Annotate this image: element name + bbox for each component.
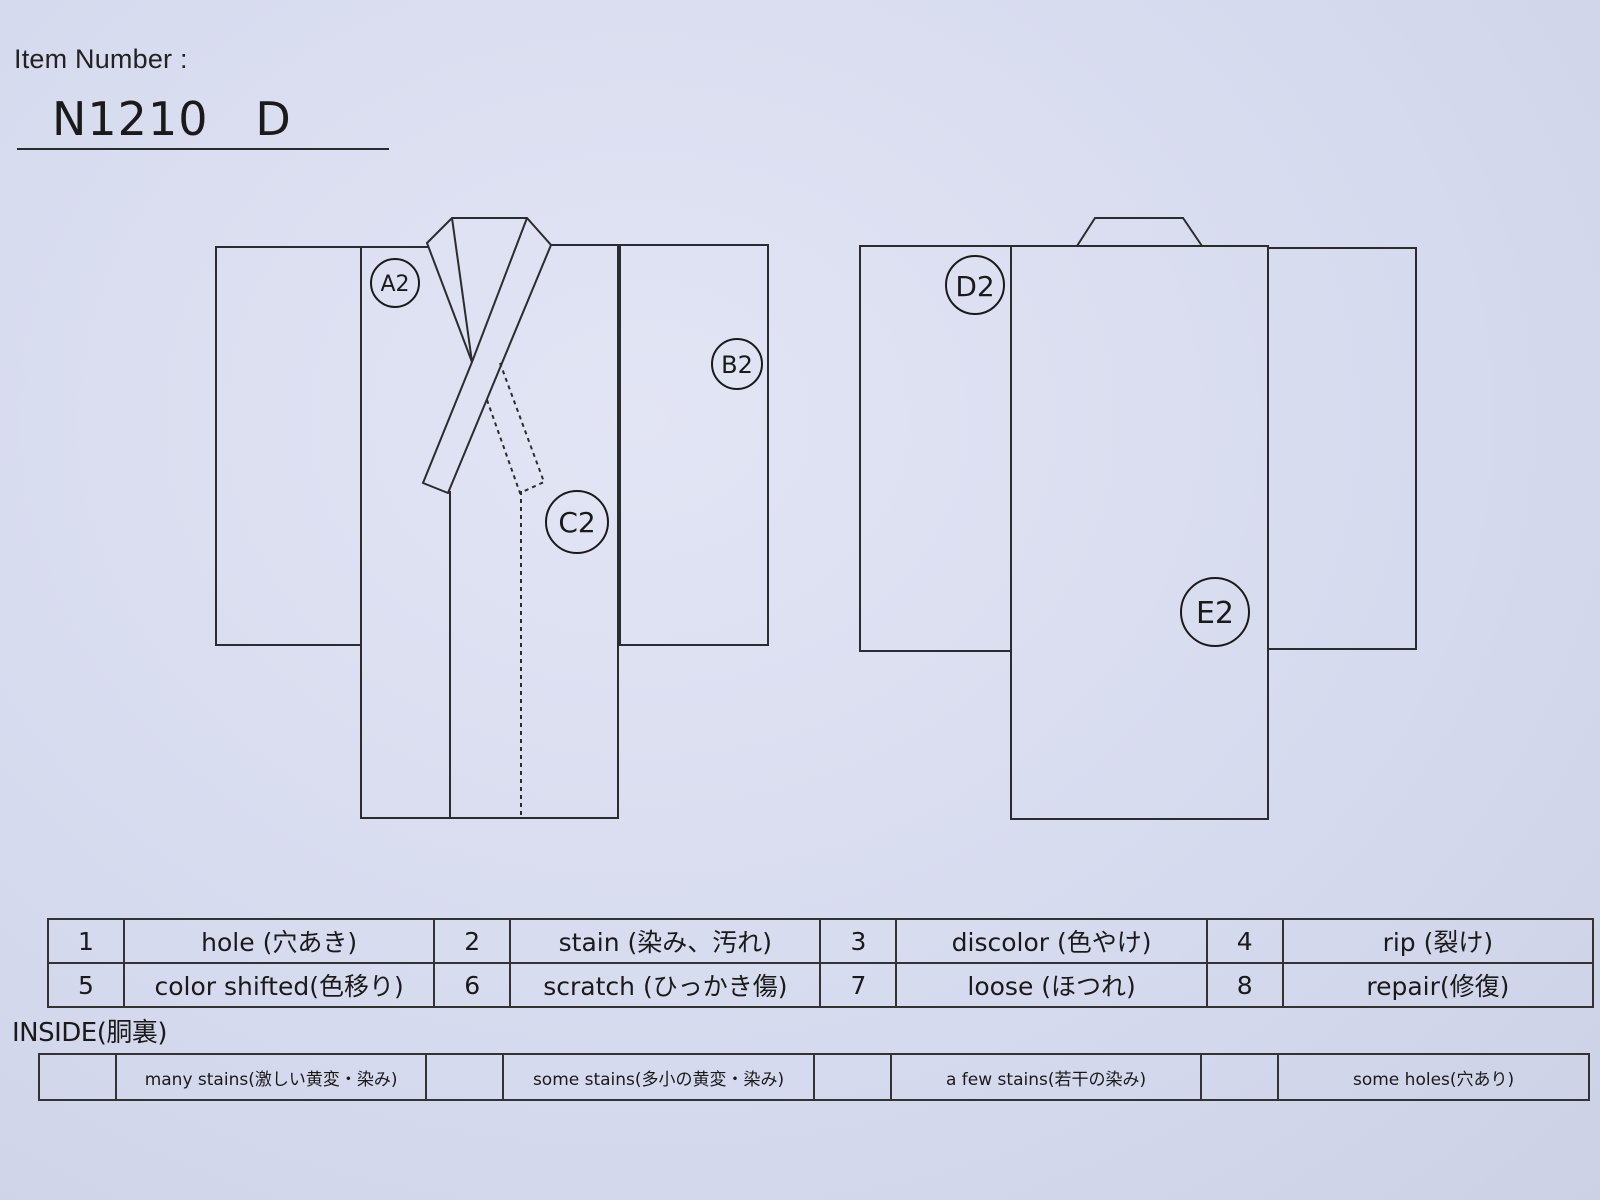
back-collar (1076, 217, 1203, 247)
defect-description: hole (穴あき) (123, 918, 436, 964)
table-row: 1 hole (穴あき) 2 stain (染み、汚れ) 3 discolor … (46, 918, 1595, 964)
defect-code-label: E2 (1196, 596, 1234, 631)
defect-marker-a2: A2 (370, 258, 420, 308)
inside-condition-label: some holes(穴あり) (1277, 1053, 1590, 1101)
kimono-back-view (859, 217, 1417, 820)
inside-checkbox[interactable] (38, 1053, 117, 1101)
front-body (360, 245, 619, 819)
back-body (1010, 245, 1269, 820)
front-collar-inner-left (451, 217, 473, 363)
kimono-diagram: A2 B2 C2 D2 E2 (215, 217, 1417, 820)
defect-number: 2 (433, 918, 512, 964)
defect-marker-d2: D2 (945, 255, 1005, 315)
defect-number: 7 (819, 962, 898, 1008)
back-right-sleeve (1267, 247, 1417, 650)
defect-code-label: B2 (721, 351, 753, 379)
table-row: many stains(激しい黄変・染み) some stains(多小の黄変・… (38, 1053, 1590, 1101)
item-number-underline (17, 148, 389, 150)
defect-number: 4 (1205, 918, 1284, 964)
inside-checkbox[interactable] (812, 1053, 892, 1101)
defect-description: rip (裂け) (1281, 918, 1595, 964)
item-number-label: Item Number : (14, 44, 188, 74)
item-number-value: N1210 D (52, 92, 292, 146)
front-right-sleeve (619, 244, 769, 646)
defect-description: color shifted(色移り) (123, 962, 436, 1008)
front-collar-inner-right (471, 217, 528, 363)
table-row: 5 color shifted(色移り) 6 scratch (ひっかき傷) 7… (46, 962, 1595, 1008)
front-collar-hidden (486, 362, 546, 495)
defect-number: 3 (819, 918, 898, 964)
inside-condition-label: some stains(多小の黄変・染み) (502, 1053, 815, 1101)
defect-marker-b2: B2 (711, 338, 763, 390)
inside-condition-label: a few stains(若干の染み) (889, 1053, 1203, 1101)
defect-markers: A2 B2 C2 D2 E2 (370, 255, 1250, 647)
defect-legend-table: 1 hole (穴あき) 2 stain (染み、汚れ) 3 discolor … (46, 918, 1595, 1008)
inside-condition-table: many stains(激しい黄変・染み) some stains(多小の黄変・… (38, 1053, 1590, 1101)
inside-section-label: INSIDE(胴裏) (12, 1018, 168, 1048)
defect-code-label: A2 (380, 272, 409, 297)
front-collar-band (421, 217, 553, 495)
defect-marker-e2: E2 (1180, 577, 1250, 647)
back-left-sleeve (859, 245, 1012, 652)
defect-description: stain (染み、汚れ) (509, 918, 822, 964)
inside-checkbox[interactable] (425, 1053, 505, 1101)
front-left-sleeve (215, 246, 362, 646)
defect-code-label: D2 (955, 270, 994, 303)
defect-description: discolor (色やけ) (895, 918, 1208, 964)
defect-code-label: C2 (558, 506, 595, 539)
defect-description: loose (ほつれ) (895, 962, 1208, 1008)
defect-description: scratch (ひっかき傷) (509, 962, 822, 1008)
kimono-front-view (215, 217, 769, 819)
defect-number: 6 (433, 962, 512, 1008)
defect-number: 8 (1205, 962, 1284, 1008)
defect-number: 1 (46, 918, 126, 964)
inside-checkbox[interactable] (1200, 1053, 1280, 1101)
defect-number: 5 (46, 962, 126, 1008)
defect-marker-c2: C2 (545, 490, 609, 554)
inside-condition-label: many stains(激しい黄変・染み) (114, 1053, 428, 1101)
defect-description: repair(修復) (1281, 962, 1595, 1008)
